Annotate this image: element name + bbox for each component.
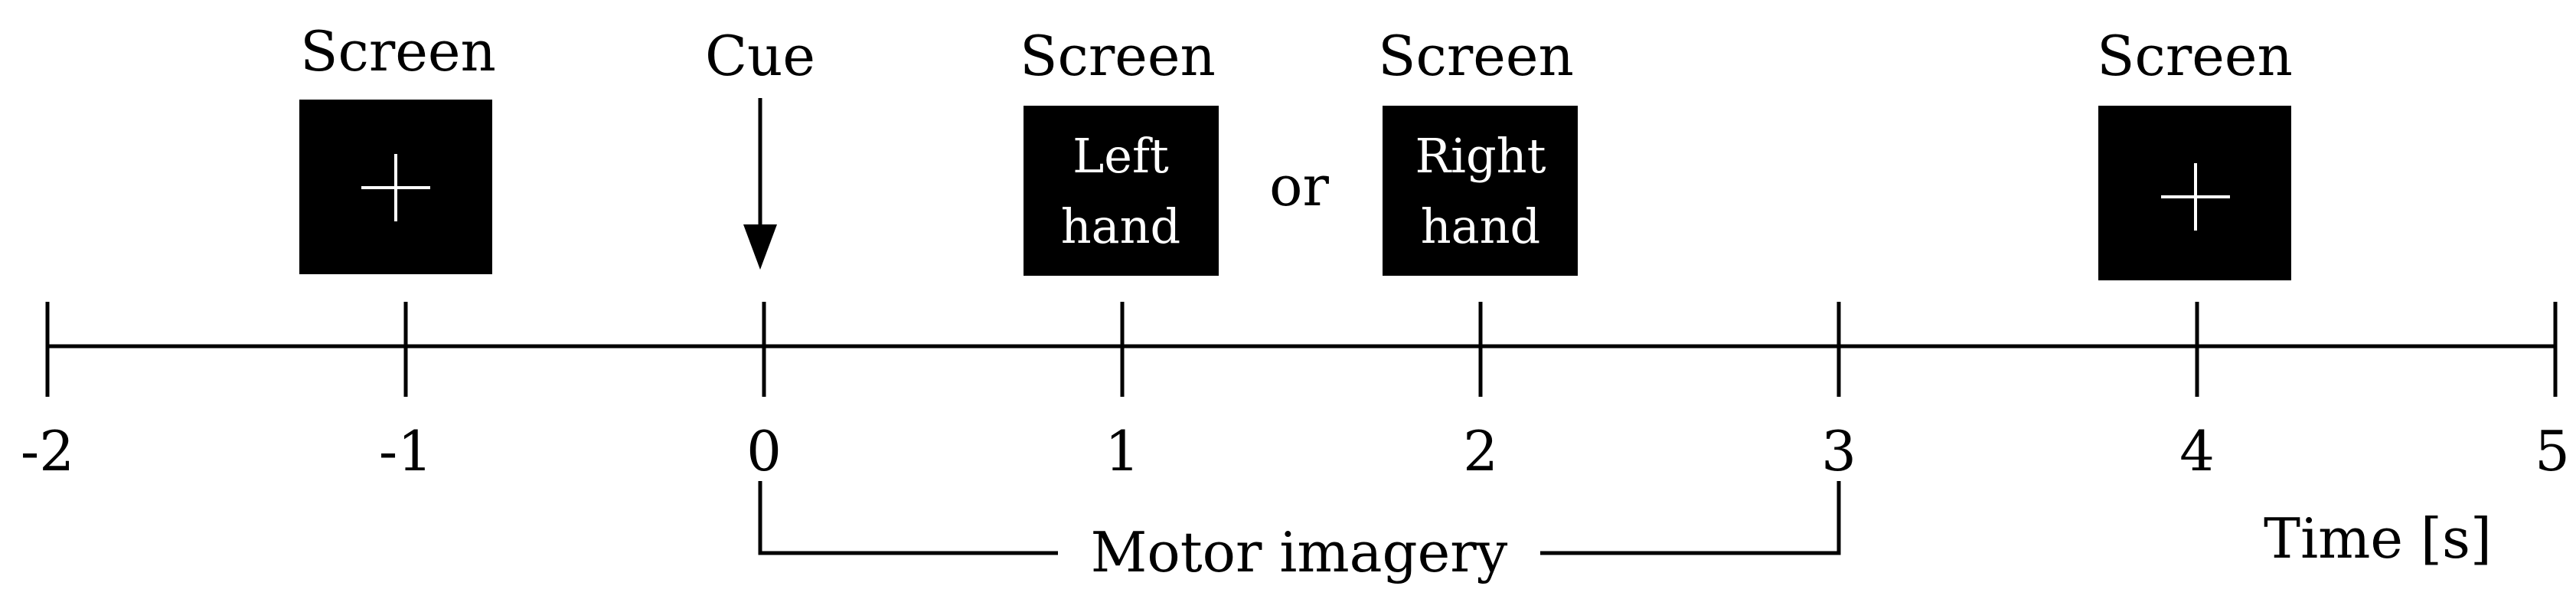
tick-label: 4 bbox=[2179, 419, 2215, 483]
motor-imagery-label: Motor imagery bbox=[1091, 520, 1508, 584]
time-axis-ticks bbox=[45, 302, 2558, 397]
cue-label: Cue bbox=[705, 24, 815, 88]
tick-label: -2 bbox=[21, 419, 74, 483]
tick-label: -1 bbox=[379, 419, 433, 483]
or-text: or bbox=[1269, 154, 1329, 218]
right-hand-line2: hand bbox=[1421, 198, 1541, 254]
tick-label: 3 bbox=[1821, 419, 1856, 483]
tick-label: 0 bbox=[746, 419, 782, 483]
screen-label-fixation-start: Screen bbox=[300, 19, 496, 83]
tick-label: 5 bbox=[2535, 419, 2570, 483]
fixation-screen-end bbox=[2098, 106, 2291, 280]
fixation-screen-start bbox=[299, 100, 492, 274]
screen-label-fixation-end: Screen bbox=[2097, 24, 2293, 88]
left-hand-line1: Left bbox=[1073, 128, 1169, 184]
tick-label: 1 bbox=[1105, 419, 1140, 483]
left-hand-screen: Left hand bbox=[1024, 106, 1219, 276]
right-hand-screen: Right hand bbox=[1383, 106, 1578, 276]
motor-imagery-bracket bbox=[758, 481, 1841, 555]
tick-label: 2 bbox=[1463, 419, 1498, 483]
screen-label-left: Screen bbox=[1020, 24, 1216, 88]
left-hand-line2: hand bbox=[1061, 198, 1181, 254]
cue-arrow-icon bbox=[743, 98, 777, 270]
time-axis-label: Time [s] bbox=[2264, 506, 2492, 571]
screen-label-right: Screen bbox=[1378, 24, 1574, 88]
right-hand-line1: Right bbox=[1415, 128, 1546, 184]
